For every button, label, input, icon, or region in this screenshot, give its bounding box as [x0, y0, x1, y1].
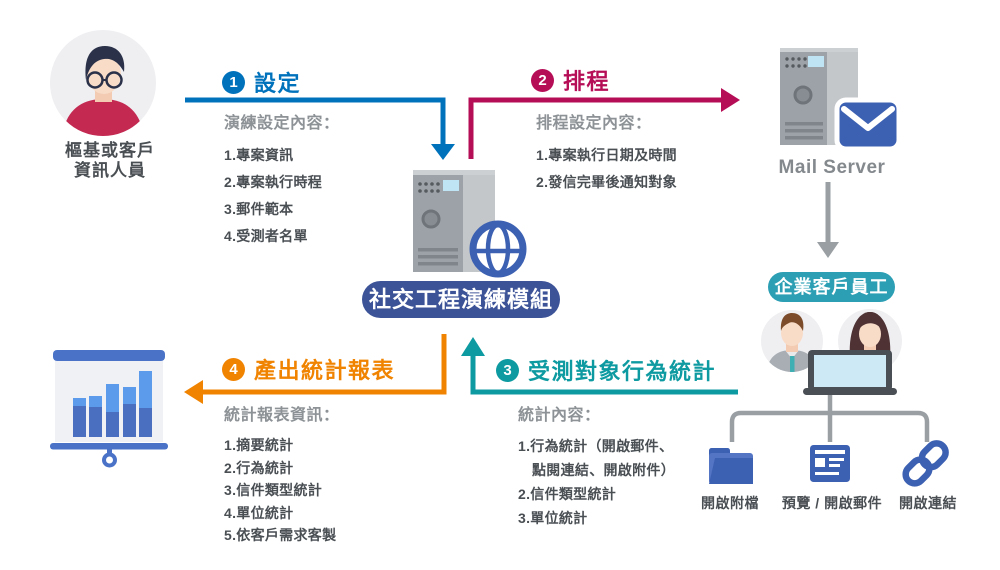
- step1-list: 演練設定內容： 1.專案資訊 2.專案執行時程 3.郵件範本 4.受測者名單: [224, 109, 340, 250]
- step2-item: 1.專案執行日期及時間: [536, 147, 677, 163]
- step2-list-title: 排程設定內容：: [536, 115, 652, 132]
- folder-icon: [709, 448, 753, 484]
- module-badge: 社交工程演練模組: [362, 281, 560, 318]
- report-chart-icon: [50, 350, 168, 468]
- person-avatar-icon: [50, 30, 156, 136]
- step3-item: 2.信件類型統計: [518, 486, 617, 502]
- step1-item: 1.專案資訊: [224, 147, 294, 163]
- step4-item: 2.行為統計: [224, 459, 294, 476]
- actions-bracket: [729, 394, 930, 442]
- step1-header: 1 設定: [222, 66, 301, 98]
- step4-item: 3.信件類型統計: [224, 482, 323, 498]
- step4-list-title: 統計報表資訊：: [224, 407, 340, 424]
- step4-list: 統計報表資訊： 1.摘要統計 2.行為統計 3.信件類型統計 4.單位統計 5.…: [224, 401, 340, 547]
- laptop-icon: [803, 350, 897, 395]
- step3-number-badge: 3: [496, 358, 519, 382]
- step4-item: 1.摘要統計: [224, 437, 294, 453]
- employees-badge: 企業客戶員工: [768, 272, 895, 302]
- step3-list-title: 統計內容：: [518, 407, 601, 424]
- step3-list: 統計內容： 1.行為統計（開啟郵件、 點閱連結、開啟附件） 2.信件類型統計 3…: [518, 401, 675, 530]
- step2-list: 排程設定內容： 1.專案執行日期及時間 2.發信完畢後通知對象: [536, 109, 677, 196]
- step1-number-badge: 1: [222, 70, 245, 94]
- step1-item: 2.專案執行時程: [224, 174, 323, 190]
- action-label-open-link: 開啟連結: [899, 495, 957, 511]
- envelope-icon: [834, 97, 902, 152]
- actor-label-line1: 樞基或客戶: [65, 141, 155, 160]
- actor-label: 樞基或客戶 資訊人員: [30, 141, 190, 181]
- step1-title: 設定: [254, 71, 302, 96]
- step3-title: 受測對象行為統計: [528, 359, 717, 384]
- step1-item: 4.受測者名單: [224, 228, 308, 244]
- globe-icon: [469, 220, 527, 278]
- step2-item: 2.發信完畢後通知對象: [536, 174, 677, 190]
- step1-list-title: 演練設定內容：: [224, 115, 340, 132]
- mail-server-label: Mail Server: [778, 157, 886, 178]
- step4-number-badge: 4: [222, 357, 245, 381]
- step3-item: 點閱連結、開啟附件）: [532, 462, 675, 478]
- action-label-open-attachment: 開啟附檔: [701, 495, 759, 511]
- employee-man-icon: [761, 310, 823, 372]
- drill-server-icon: [413, 170, 495, 272]
- down-arrow-icon: [817, 182, 839, 258]
- step2-header: 2 排程: [531, 64, 610, 96]
- step2-arrow: [468, 88, 740, 159]
- step4-item: 5.依客戶需求客製: [224, 527, 337, 543]
- action-label-preview-open-mail: 預覽 / 開啟郵件: [781, 495, 883, 511]
- step3-arrow: [461, 337, 738, 395]
- step4-arrow: [184, 334, 447, 404]
- step2-number-badge: 2: [531, 68, 554, 92]
- mail-window-icon: [810, 445, 850, 482]
- link-icon: [902, 440, 949, 487]
- step4-title: 產出統計報表: [254, 358, 396, 383]
- step3-item: 3.單位統計: [518, 510, 588, 526]
- actor-label-line2: 資訊人員: [74, 161, 146, 180]
- step4-header: 4 產出統計報表: [222, 353, 395, 385]
- step4-item: 4.單位統計: [224, 504, 294, 521]
- step1-arrow: [185, 97, 455, 160]
- step2-title: 排程: [563, 69, 611, 94]
- step1-item: 3.郵件範本: [224, 201, 294, 217]
- step3-item: 1.行為統計（開啟郵件、: [518, 438, 674, 454]
- step3-header: 3 受測對象行為統計: [496, 354, 716, 386]
